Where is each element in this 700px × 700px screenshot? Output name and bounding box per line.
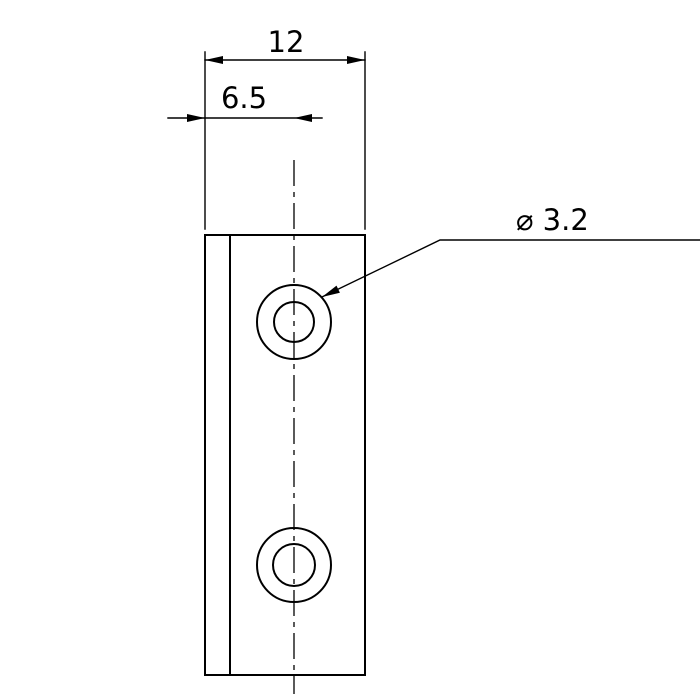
dimension-width-label: 12	[268, 25, 305, 59]
leader-hole-diameter	[321, 239, 700, 298]
dimension-offset	[167, 114, 323, 122]
leader-arrowhead	[322, 285, 340, 297]
part-outline	[204, 234, 366, 676]
arrowhead-offset-right	[294, 114, 312, 122]
arrowhead-offset-left	[187, 114, 205, 122]
hole-diameter-label: ⌀ 3.2	[516, 203, 589, 237]
dimension-width	[204, 51, 366, 230]
hole-top-outer-circle	[256, 284, 332, 360]
arrowhead-width-right	[347, 56, 365, 64]
leader-line	[321, 239, 700, 298]
dimension-offset-label: 6.5	[221, 81, 267, 115]
arrowhead-width-left	[205, 56, 223, 64]
hole-bottom-inner-circle	[272, 543, 316, 587]
